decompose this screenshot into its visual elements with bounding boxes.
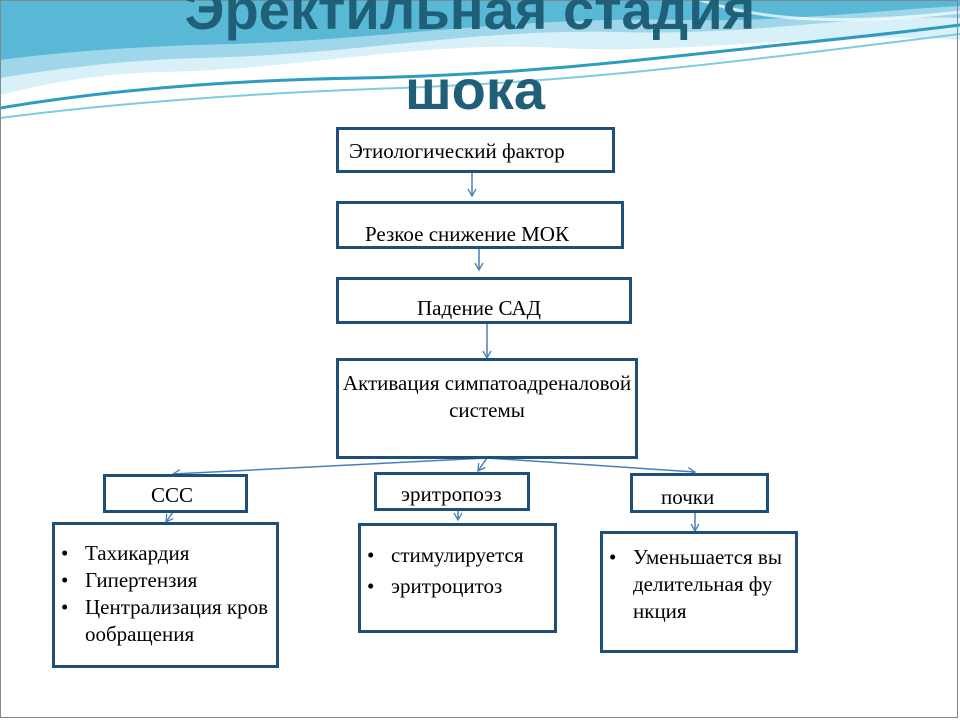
mok-decrease-label: Резкое снижение МОК	[365, 222, 569, 246]
sympathoadrenal-activation-label: Активация симпатоадреналовой системы	[342, 371, 632, 422]
erythropoiesis-effects-box: стимулируется эритроцитоз	[358, 523, 557, 633]
arrow-activation-to-erythropoiesis	[477, 457, 488, 473]
mok-decrease-box: Резкое снижение МОК	[336, 201, 624, 249]
erythropoiesis-effect-erythrocytosis: эритроцитоз	[365, 573, 545, 600]
sad-fall-box: Падение САД	[336, 277, 632, 324]
erythropoiesis-effect-stimulated: стимулируется	[365, 542, 545, 569]
slide-title-line1: Эректильная стадия	[184, 0, 756, 41]
kidneys-label: почки	[661, 485, 715, 509]
kidneys-effect-excretory-decrease: Уменьшается выделительная функция	[607, 544, 783, 625]
ccc-effects-list: Тахикардия Гипертензия Централизация кро…	[59, 540, 269, 648]
erythropoiesis-label: эритропоэз	[401, 482, 502, 506]
erythropoiesis-effects-list: стимулируется эритроцитоз	[365, 542, 545, 600]
kidneys-box: почки	[630, 473, 769, 513]
kidneys-effects-list: Уменьшается выделительная функция	[607, 544, 783, 625]
sympathoadrenal-activation-box: Активация симпатоадреналовой системы	[336, 358, 638, 459]
ccc-effect-tachycardia: Тахикардия	[59, 540, 269, 567]
arrow-activation-to-kidneys	[486, 457, 697, 477]
erythropoiesis-box: эритропоэз	[374, 472, 530, 511]
ccc-box: ССС	[103, 474, 248, 513]
arrow-ccc-to-list	[165, 511, 174, 524]
slide-title-line2: шока	[404, 58, 546, 121]
ccc-effect-centralization: Централизация кровообращения	[59, 594, 269, 648]
ccc-label: ССС	[151, 483, 194, 507]
wave-header-decoration	[0, 0, 960, 119]
ccc-effect-hypertension: Гипертензия	[59, 567, 269, 594]
etiology-factor-box: Этиологический фактор	[336, 127, 615, 173]
sad-fall-label: Падение САД	[417, 296, 541, 320]
arrow-activation-to-ccc	[171, 457, 488, 479]
ccc-effects-box: Тахикардия Гипертензия Централизация кро…	[52, 522, 279, 668]
etiology-factor-label: Этиологический фактор	[349, 139, 565, 163]
kidneys-effects-box: Уменьшается выделительная функция	[600, 531, 798, 653]
